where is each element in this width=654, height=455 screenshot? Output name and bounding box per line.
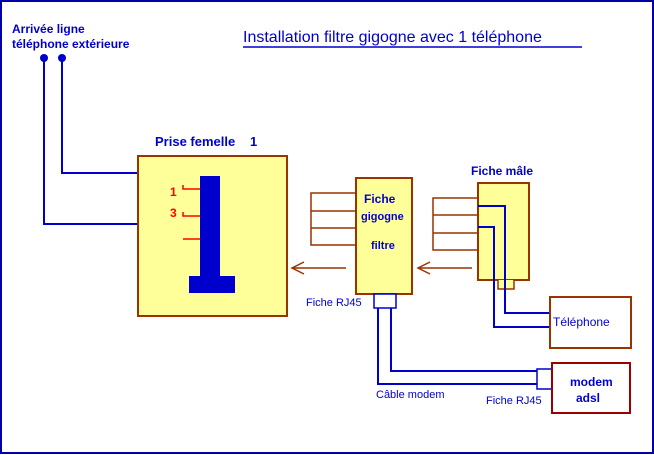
- diagram-title: Installation filtre gigogne avec 1 télép…: [243, 29, 542, 46]
- phone-wire-2: [478, 226, 550, 328]
- filter-label-2: gigogne: [361, 211, 404, 223]
- filter-box: [355, 177, 413, 295]
- telephone-box: [549, 296, 632, 349]
- male-plug-box: [477, 182, 530, 281]
- filter-rj45-port: [373, 293, 397, 309]
- filter-label-3: filtre: [371, 240, 395, 252]
- male-plug-label: Fiche mâle: [471, 164, 533, 178]
- modem-label-2: adsl: [576, 391, 600, 405]
- telephone-label: Téléphone: [553, 315, 610, 329]
- arrow-to-socket-head: [290, 261, 305, 275]
- modem-rj45-label: Fiche RJ45: [486, 395, 542, 407]
- modem-label-1: modem: [570, 375, 613, 389]
- socket-number: 1: [250, 134, 257, 149]
- pin1-contact: [182, 185, 200, 190]
- modem-cable-label: Câble modem: [376, 389, 444, 401]
- modem-box: [551, 362, 631, 414]
- socket-connector-base: [189, 276, 235, 293]
- filter-label-1: Fiche: [364, 192, 396, 206]
- modem-cable-wire-1: [377, 308, 537, 385]
- phone-wire-1: [478, 205, 550, 314]
- modem-rj45-port: [536, 368, 553, 390]
- pin3-contact: [182, 212, 200, 217]
- arrow-to-filter-head: [416, 261, 431, 275]
- pin-3-label: 3: [170, 206, 177, 220]
- incoming-line-label-1: Arrivée ligne: [12, 22, 85, 36]
- incoming-line-label-2: téléphone extérieure: [12, 37, 130, 51]
- filter-rj45-label: Fiche RJ45: [306, 297, 362, 309]
- socket-label: Prise femelle: [155, 134, 235, 149]
- modem-cable-wire-2: [390, 308, 537, 372]
- pin-1-label: 1: [170, 185, 177, 199]
- socket-connector-stem: [200, 176, 220, 278]
